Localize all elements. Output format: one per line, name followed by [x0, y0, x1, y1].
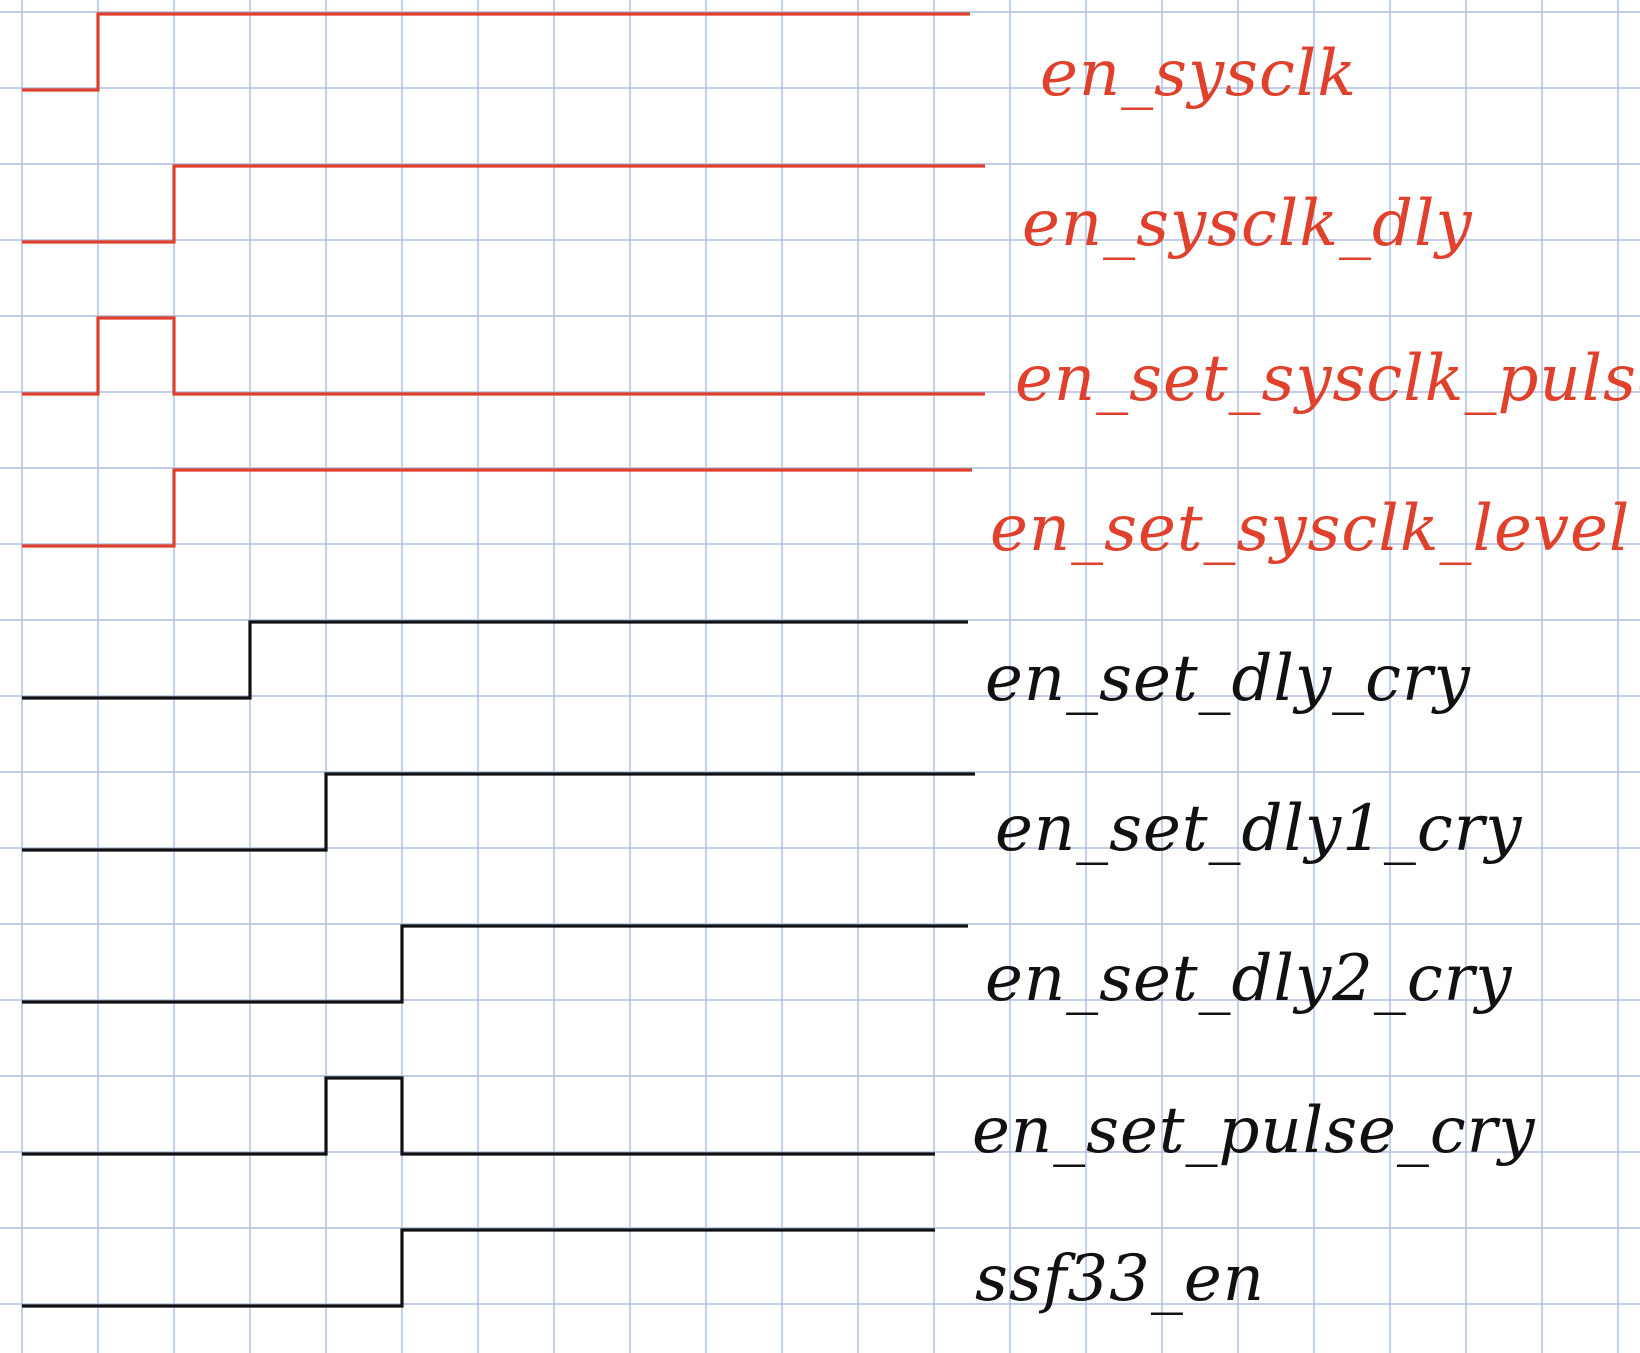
label-en-sysclk-dly: en_sysclk_dly	[1022, 187, 1473, 261]
label-ssf33-en: ssf33_en	[975, 1242, 1265, 1316]
label-en-set-pulse-cry: en_set_pulse_cry	[972, 1094, 1536, 1168]
label-en-set-dly2-cry: en_set_dly2_cry	[985, 942, 1512, 1016]
label-en-sysclk: en_sysclk	[1040, 37, 1357, 111]
label-en-set-dly1-cry: en_set_dly1_cry	[995, 792, 1522, 866]
waveform-en-set-sysclk-level	[22, 468, 972, 548]
label-en-set-dly-cry: en_set_dly_cry	[985, 642, 1471, 716]
waveforms	[22, 12, 985, 1308]
waveform-en-set-pulse-cry	[22, 1076, 935, 1156]
waveform-en-sysclk-dly	[22, 164, 985, 244]
waveform-ssf33-en	[22, 1228, 935, 1308]
label-en-set-sysclk-pulse: en_set_sysclk_pulse	[1015, 342, 1640, 416]
label-en-set-sysclk-level: en_set_sysclk_level	[990, 492, 1630, 566]
waveform-en-set-sysclk-pulse	[22, 316, 985, 396]
waveform-en-set-dly-cry	[22, 620, 968, 700]
waveform-en-sysclk	[22, 12, 970, 92]
signal-labels: en_sysclk en_sysclk_dly en_set_sysclk_puls…	[972, 37, 1640, 1316]
waveform-en-set-dly1-cry	[22, 772, 975, 852]
waveform-en-set-dly2-cry	[22, 924, 968, 1004]
